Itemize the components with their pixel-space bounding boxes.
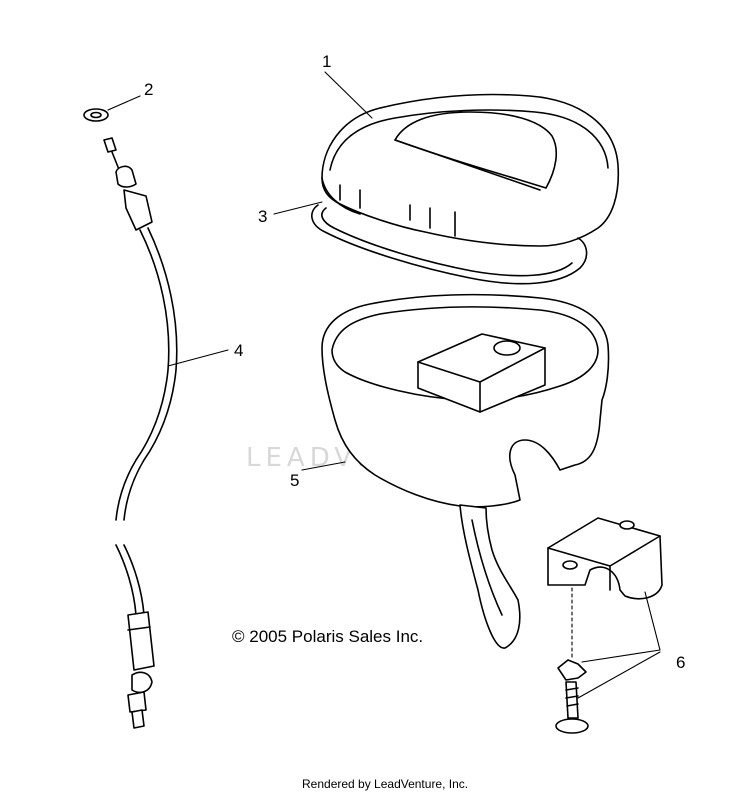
copyright-text: © 2005 Polaris Sales Inc. <box>232 627 423 646</box>
callout-3: 3 <box>258 207 267 226</box>
footer-text: Rendered by LeadVenture, Inc. <box>302 777 468 791</box>
callout-2: 2 <box>144 80 153 99</box>
callout-1: 1 <box>322 52 331 71</box>
part-2-washer <box>83 108 109 122</box>
leader-lines <box>107 71 661 699</box>
part-4-cable <box>103 137 178 729</box>
part-5-housing <box>321 293 610 649</box>
part-1-cover <box>321 93 620 247</box>
callout-labels: 1 2 3 4 5 6 <box>144 52 685 672</box>
callout-6: 6 <box>676 653 685 672</box>
part-3-gasket <box>311 204 588 285</box>
callout-4: 4 <box>234 341 243 360</box>
part-6-clamp <box>547 517 663 734</box>
callout-5: 5 <box>290 471 299 490</box>
